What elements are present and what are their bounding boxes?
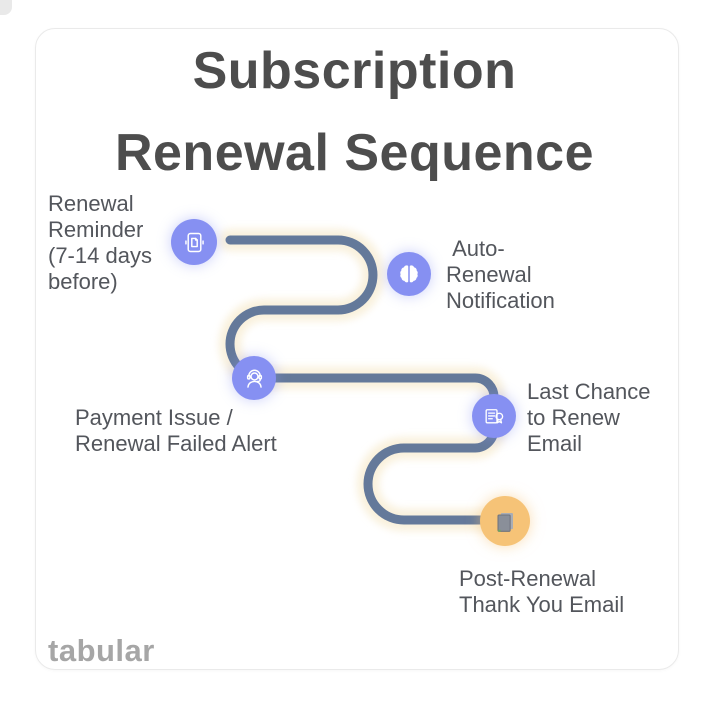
book-seal-icon [484, 408, 503, 423]
background-corner-patch [0, 0, 12, 15]
step-label-last-chance: Last Chance to Renew Email [527, 379, 651, 456]
step-node-last-chance [472, 394, 516, 438]
step-label-payment-issue: Payment Issue / Renewal Failed Alert [75, 405, 277, 456]
page-title-line1: Subscription [192, 42, 517, 100]
step-label-renewal-reminder: Renewal Reminder (7-14 days before) [48, 191, 152, 294]
tabular-logo: tabular [48, 633, 155, 668]
step-label-auto-renewal-notification: Auto- Renewal Notification [446, 236, 555, 313]
page-title: Subscription Renewal Sequence [0, 30, 709, 194]
step-label-post-renewal: Post-Renewal Thank You Email [459, 566, 625, 617]
support-agent-icon [246, 369, 262, 388]
document-scan-icon [184, 232, 204, 252]
documents-icon [496, 512, 513, 532]
page-title-line2: Renewal Sequence [114, 124, 595, 182]
step-node-post-renewal [480, 496, 530, 546]
step-node-auto-renewal [387, 252, 431, 296]
step-node-renewal-reminder [171, 219, 217, 265]
brain-icon [400, 265, 418, 283]
infographic-card [35, 28, 679, 670]
step-node-payment-issue [232, 356, 276, 400]
